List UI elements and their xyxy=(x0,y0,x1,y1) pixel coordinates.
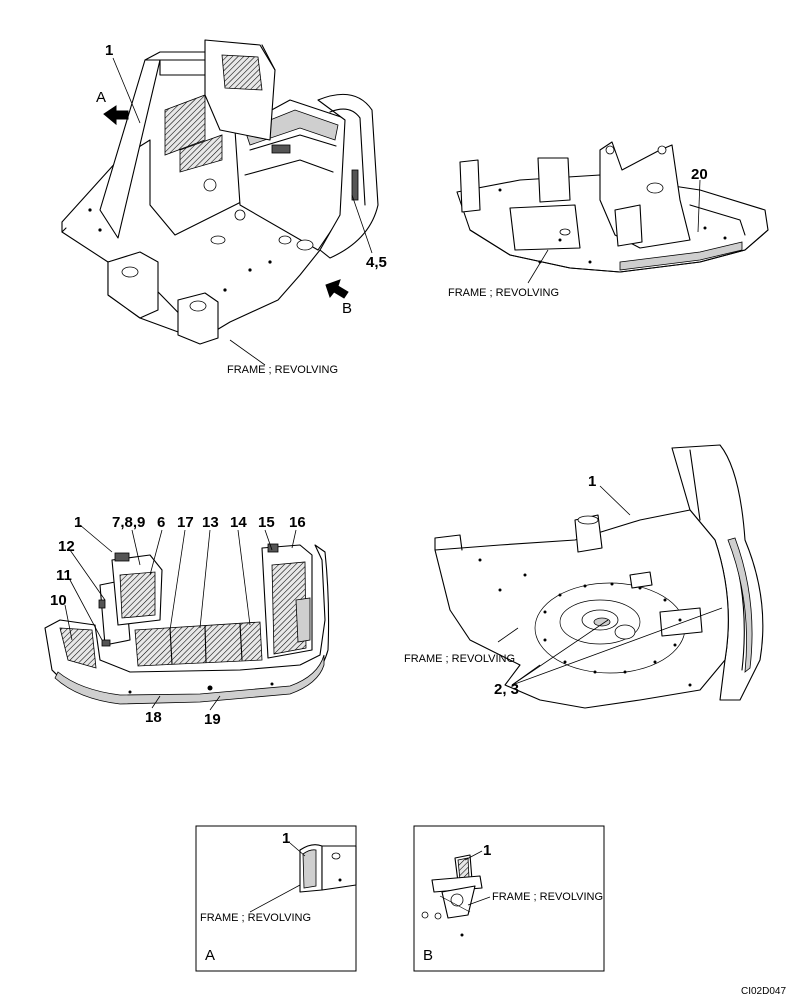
callout-2-3: 2, 3 xyxy=(494,681,519,698)
callout-1: 1 xyxy=(282,830,290,847)
callout-1: 1 xyxy=(74,514,82,531)
view-arrow-b-icon xyxy=(325,279,349,299)
underside-view: 1 2, 3 FRAME ; REVOLVING xyxy=(404,444,764,709)
caption-frame-revolving-b: FRAME ; REVOLVING xyxy=(492,891,603,903)
callout-17: 17 xyxy=(177,514,194,531)
callout-12: 12 xyxy=(58,538,75,555)
detail-b-view: 1 FRAME ; REVOLVING B xyxy=(413,825,605,972)
callout-11: 11 xyxy=(56,567,72,584)
callout-4-5: 4,5 xyxy=(366,254,387,271)
callout-14: 14 xyxy=(230,514,247,531)
callout-10: 10 xyxy=(50,592,67,609)
detail-a-frame xyxy=(195,825,357,972)
view-letter-a: A xyxy=(96,89,106,106)
rear-cover-view: 1 7,8,9 6 17 13 14 15 16 12 11 10 18 19 xyxy=(44,514,330,728)
caption-frame-revolving-a: FRAME ; REVOLVING xyxy=(200,912,311,924)
callout-19: 19 xyxy=(204,711,221,728)
callout-20: 20 xyxy=(691,166,708,183)
detail-letter-b: B xyxy=(423,947,433,964)
callout-1: 1 xyxy=(483,842,491,859)
callout-7-8-9: 7,8,9 xyxy=(112,514,145,531)
callout-16: 16 xyxy=(289,514,306,531)
callout-15: 15 xyxy=(258,514,275,531)
caption-frame-revolving-underside: FRAME ; REVOLVING xyxy=(404,653,515,665)
view-letter-b: B xyxy=(342,300,352,317)
callout-6: 6 xyxy=(157,514,165,531)
main-left-view: 1 A 4,5 B FRAME ; REVOLVING xyxy=(61,39,387,376)
callout-1: 1 xyxy=(105,42,113,59)
detail-a-view: 1 FRAME ; REVOLVING A xyxy=(195,825,357,972)
callout-18: 18 xyxy=(145,709,162,726)
view-arrow-a-icon xyxy=(103,105,129,126)
main-right-view: 20 FRAME ; REVOLVING xyxy=(448,141,769,299)
detail-letter-a: A xyxy=(205,947,215,964)
document-id: CI02D047 xyxy=(741,986,786,997)
caption-frame-revolving: FRAME ; REVOLVING xyxy=(227,364,338,376)
callout-13: 13 xyxy=(202,514,219,531)
callout-1: 1 xyxy=(588,473,596,490)
detail-b-frame xyxy=(413,825,605,972)
caption-frame-revolving-right: FRAME ; REVOLVING xyxy=(448,287,559,299)
